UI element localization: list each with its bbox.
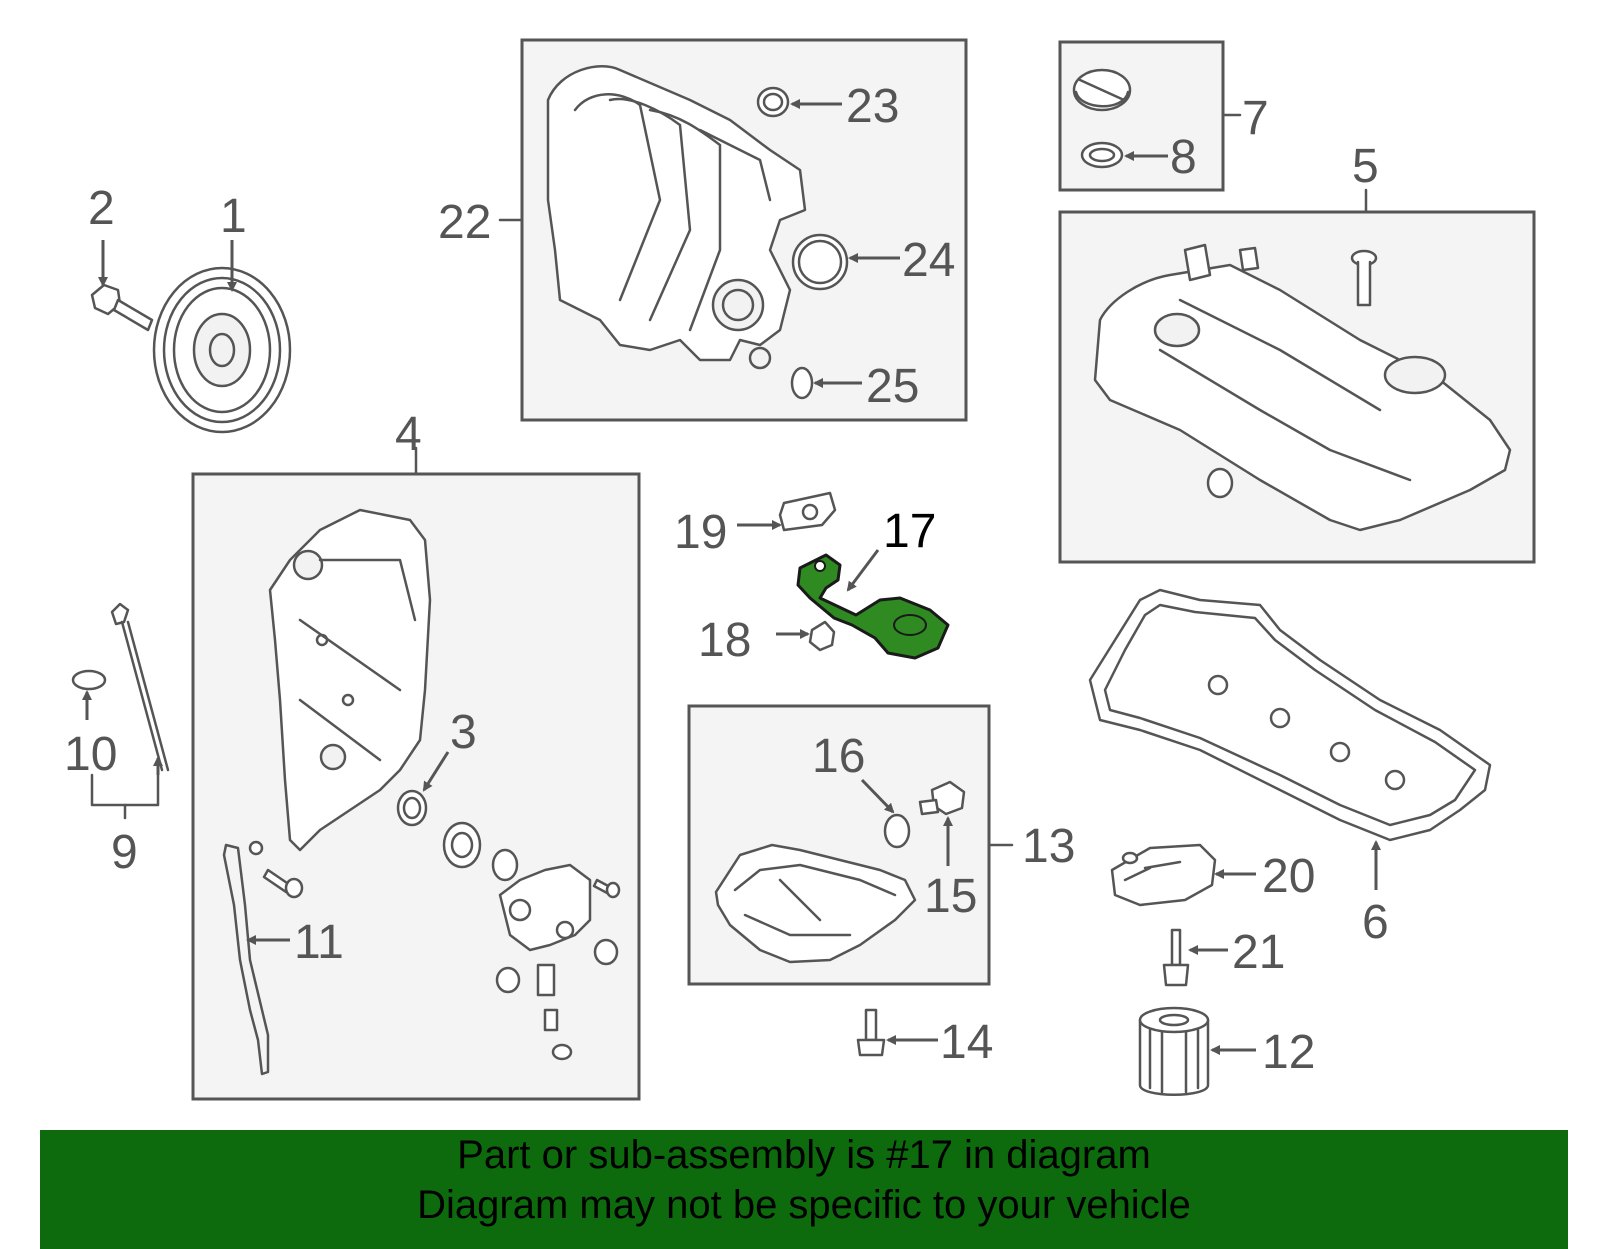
drain-plug-washer-icon <box>883 813 911 849</box>
cover-bolt-a-icon <box>262 868 304 899</box>
callout-12: 12 <box>1262 1026 1315 1079</box>
callout-3: 3 <box>450 706 477 759</box>
gasket-19-icon <box>778 491 837 532</box>
valve-cover-bolt-icon <box>1350 249 1378 307</box>
filler-cap-box <box>1058 40 1225 192</box>
callout-7: 7 <box>1242 92 1269 145</box>
callout-23: 23 <box>846 80 899 133</box>
callout-25: 25 <box>866 360 919 413</box>
crank-seal-icon <box>396 789 428 827</box>
timing-chain-cover-icon <box>268 508 432 852</box>
callout-15: 15 <box>924 870 977 923</box>
callout-6: 6 <box>1362 896 1389 949</box>
intake-manifold-icon <box>546 65 807 370</box>
valve-cover-gasket-icon <box>1088 588 1492 842</box>
oil-pump-icon <box>498 863 592 952</box>
cover-bolt-b-icon <box>592 878 621 899</box>
dipstick-seal-icon <box>71 669 107 691</box>
callout-9: 9 <box>111 826 138 879</box>
pump-plug-icon <box>543 1008 559 1032</box>
callout-14: 14 <box>940 1016 993 1069</box>
small-oring-a-icon <box>495 966 521 994</box>
callout-22: 22 <box>438 196 491 249</box>
oil-cooler-icon <box>1110 843 1217 907</box>
part-info-banner: Part or sub-assembly is #17 in diagram D… <box>40 1130 1568 1249</box>
dipstick-tube-icon <box>222 843 270 1076</box>
callout-21: 21 <box>1232 926 1285 979</box>
oil-filler-cap-icon <box>1072 68 1132 112</box>
nut-18-icon <box>808 620 836 652</box>
oil-pan-icon <box>714 843 917 964</box>
pump-cap-icon <box>551 1043 573 1061</box>
small-oring-b-icon <box>593 938 619 966</box>
callout-24: 24 <box>902 234 955 287</box>
callout-11: 11 <box>294 916 344 969</box>
callout-19: 19 <box>674 506 727 559</box>
oil-filter-icon <box>1138 1006 1210 1096</box>
callout-1: 1 <box>220 190 247 243</box>
cooler-bolt-icon <box>1162 928 1190 987</box>
pulley-bolt-icon <box>90 283 154 332</box>
gasket-24-icon <box>791 233 849 291</box>
callout-5: 5 <box>1352 140 1379 193</box>
callout-13: 13 <box>1022 820 1075 873</box>
o-ring-25-icon <box>790 366 814 400</box>
oil-strainer-highlighted-icon <box>796 553 950 660</box>
oil-pan-bolt-icon <box>856 1008 886 1057</box>
o-ring-23-icon <box>756 86 790 118</box>
leader-lines <box>82 99 1381 1055</box>
callout-2: 2 <box>88 182 115 235</box>
oil-pump-gear-icon <box>442 821 519 882</box>
pump-plunger-icon <box>536 963 556 997</box>
callout-10: 10 <box>64 728 117 781</box>
banner-line-2: Diagram may not be specific to your vehi… <box>417 1183 1191 1227</box>
banner-line-1: Part or sub-assembly is #17 in diagram <box>457 1133 1151 1177</box>
filler-cap-seal-icon <box>1080 141 1124 169</box>
callout-8: 8 <box>1170 131 1197 184</box>
valve-cover-icon <box>1093 243 1512 532</box>
callout-17: 17 <box>883 505 936 558</box>
drain-plug-icon <box>918 780 966 816</box>
crankshaft-pulley-icon <box>152 266 292 434</box>
callout-16: 16 <box>812 730 865 783</box>
dipstick-icon <box>110 602 170 772</box>
callout-4: 4 <box>395 408 422 461</box>
callout-18: 18 <box>698 614 751 667</box>
callout-20: 20 <box>1262 850 1315 903</box>
valve-cover-grommet-icon <box>1206 467 1234 499</box>
